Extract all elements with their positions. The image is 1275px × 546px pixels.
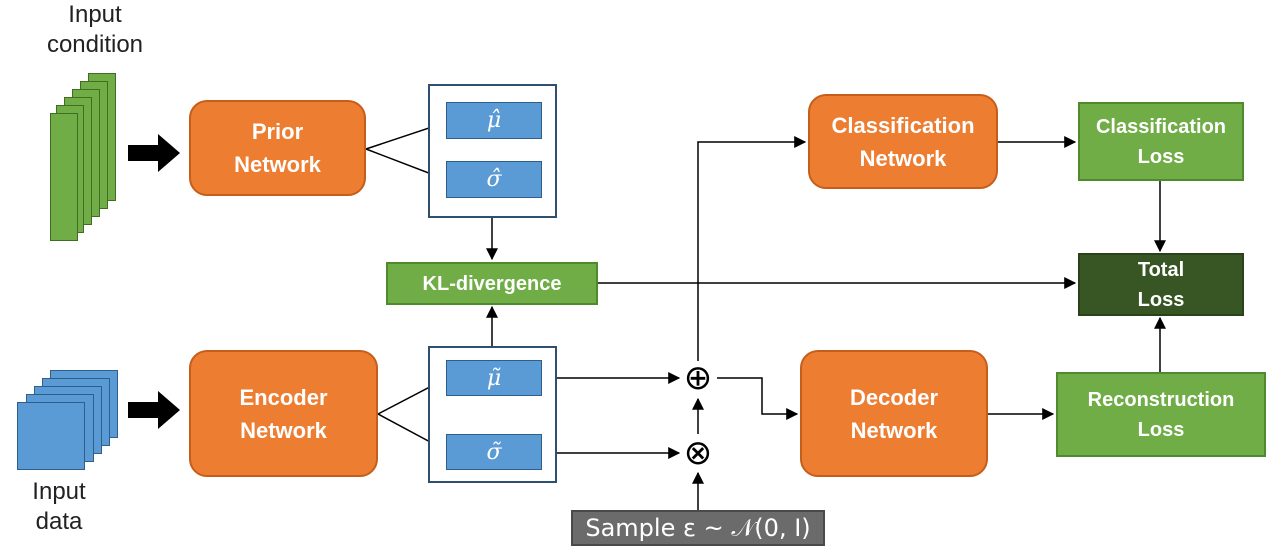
kl-divergence: KL-divergence xyxy=(386,262,598,305)
data-arrow xyxy=(128,391,180,429)
total-loss: Total Loss xyxy=(1078,253,1244,316)
decoder-network: Decoder Network xyxy=(800,350,988,477)
prior-network: Prior Network xyxy=(189,100,366,196)
sigma-hat-box: σ̂ xyxy=(446,161,542,198)
plus-to-decoder xyxy=(717,377,799,420)
reconstruction-loss: Reconstruction Loss xyxy=(1056,372,1266,457)
condition-arrow xyxy=(128,134,180,172)
plus-operator: ⊕ xyxy=(683,358,713,398)
encoder-network: Encoder Network xyxy=(189,350,378,477)
times-operator: ⊗ xyxy=(683,433,713,473)
mu-tilde-box: μ̃ xyxy=(446,360,542,396)
classification-loss: Classification Loss xyxy=(1078,102,1244,181)
mu-hat-box: μ̂ xyxy=(446,102,542,139)
input-condition-label: Input condition xyxy=(46,1,144,58)
plus-to-classification xyxy=(697,136,807,361)
input-data-label: Input data xyxy=(32,478,86,535)
sample-epsilon: Sample ε ~ 𝒩(0, I) xyxy=(571,510,825,546)
sigma-tilde-box: σ̃ xyxy=(446,434,542,470)
classification-network: Classification Network xyxy=(808,94,998,189)
